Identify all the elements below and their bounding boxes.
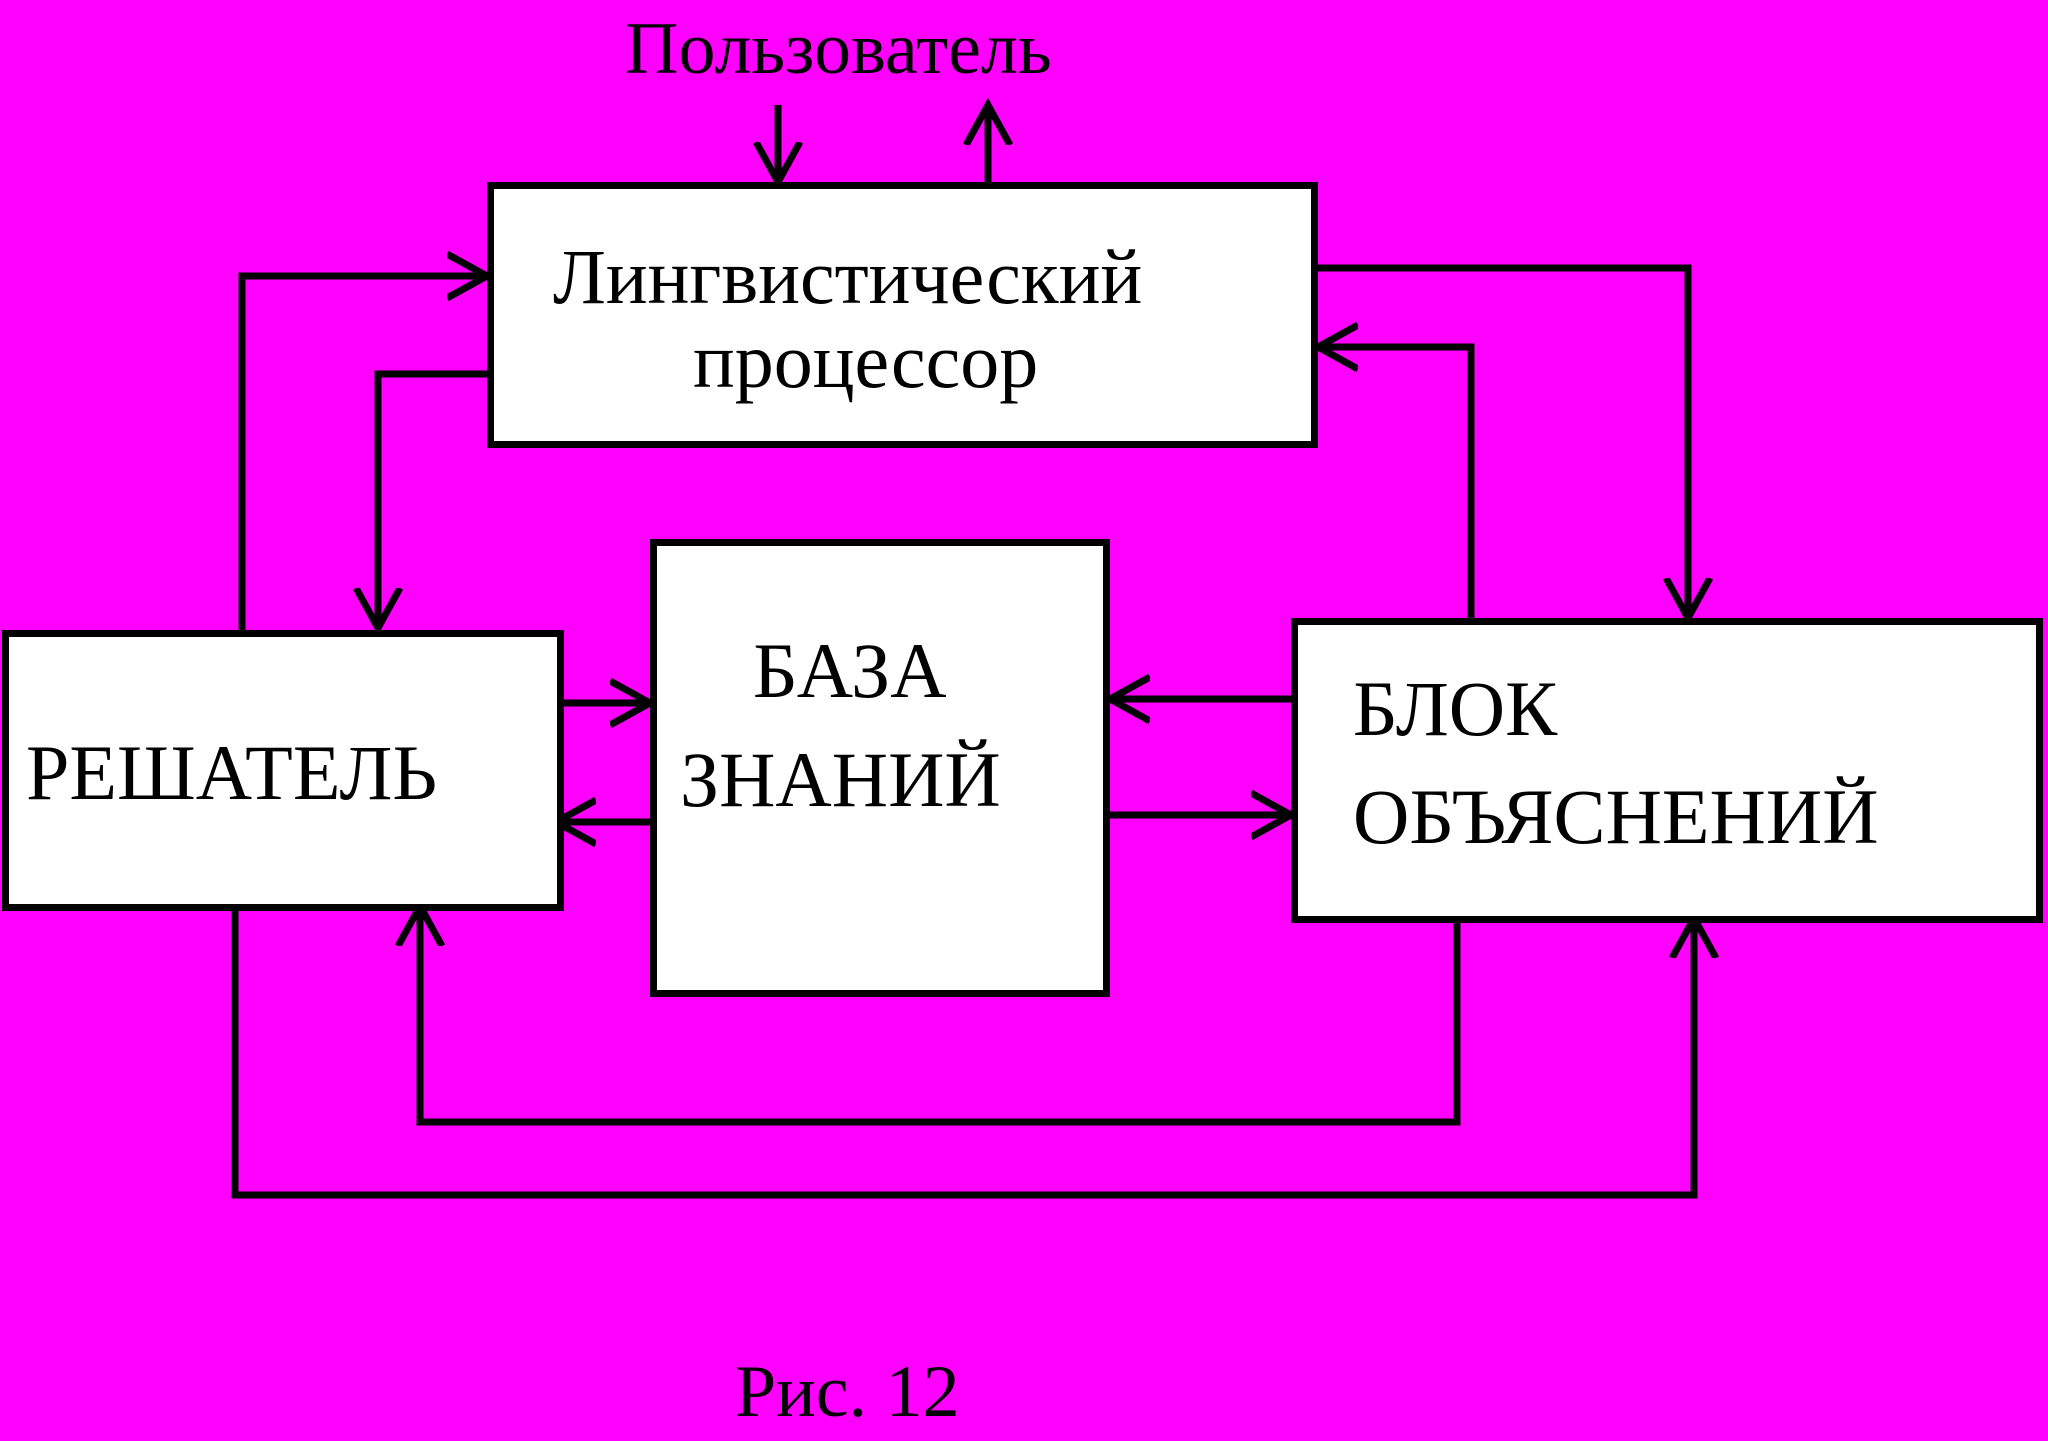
- knowledge-base-label-line1: БАЗА: [753, 627, 947, 714]
- linguistic-processor-label-line1: Лингвистический: [553, 233, 1143, 320]
- arrow-linguistic-to-solver: [378, 370, 487, 628]
- linguistic-processor-block: [487, 182, 1318, 448]
- explanation-label-line1: БЛОК: [1353, 665, 1558, 752]
- arrow-explanation-to-solver: [420, 906, 1461, 1126]
- arrow-solver-to-linguistic: [238, 276, 487, 630]
- user-label: Пользователь: [625, 8, 1052, 90]
- arrow-solver-to-explanation: [231, 911, 1694, 1199]
- linguistic-processor-label-line2: процессор: [693, 317, 1039, 404]
- knowledge-base-label-line2: ЗНАНИЙ: [680, 736, 1001, 823]
- explanation-block: [1291, 618, 2043, 923]
- arrow-linguistic-to-explanation: [1318, 264, 1688, 618]
- solver-block: [2, 630, 564, 911]
- solver-label: РЕШАТЕЛЬ: [26, 729, 438, 816]
- knowledge-base-block: [650, 539, 1110, 997]
- figure-caption: Рис. 12: [735, 1351, 960, 1433]
- arrow-explanation-to-linguistic: [1318, 347, 1475, 618]
- explanation-label-line2: ОБЪЯСНЕНИЙ: [1353, 773, 1879, 860]
